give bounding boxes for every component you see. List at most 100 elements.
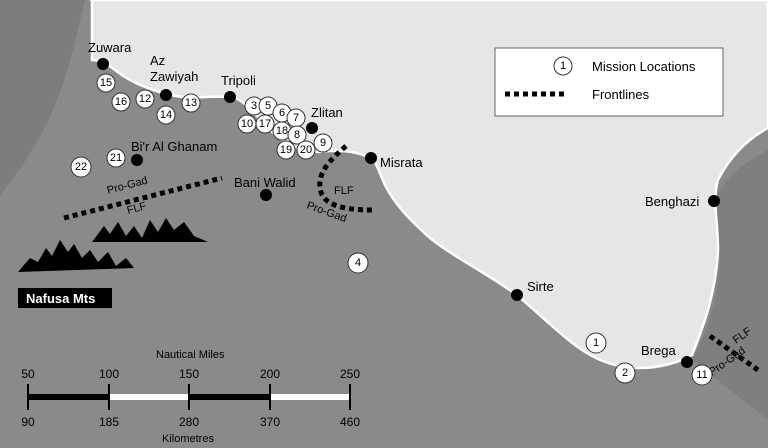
legend-frontline-label: Frontlines [592, 87, 650, 102]
city-marker-misrata [365, 152, 377, 164]
mission-10: 10 [237, 114, 257, 134]
frontline-brega [708, 333, 760, 373]
svg-text:5: 5 [265, 100, 271, 112]
inland-shade [0, 0, 85, 195]
region-label-box [18, 288, 112, 308]
scale-nautical-label: Nautical Miles [156, 349, 225, 361]
svg-text:9: 9 [320, 137, 326, 149]
svg-text:22: 22 [75, 161, 87, 173]
city-label-zuwara: Zuwara [88, 40, 132, 55]
city-label-misrata: Misrata [380, 155, 423, 170]
scale-segment-3 [189, 394, 270, 400]
legend: 1 Mission Locations Frontlines [494, 47, 724, 117]
svg-text:13: 13 [185, 97, 197, 109]
svg-text:20: 20 [300, 144, 312, 156]
svg-text:3: 3 [251, 100, 257, 112]
frontline-misrata [317, 144, 373, 213]
svg-text:2: 2 [622, 367, 628, 379]
mission-8: 8 [287, 125, 307, 145]
svg-text:7: 7 [293, 112, 299, 124]
scale-km-3: 370 [260, 415, 280, 429]
city-label-az: Az [150, 53, 165, 68]
city-label-sirte: Sirte [527, 279, 554, 294]
frontline-west [63, 175, 223, 221]
svg-text:21: 21 [110, 152, 122, 164]
scale-nm-1: 100 [99, 367, 119, 381]
frontline-label-misrata-inner: FLF [334, 185, 354, 197]
mission-13: 13 [181, 93, 201, 113]
scale-nm-3: 200 [260, 367, 280, 381]
mission-22: 22 [70, 156, 92, 178]
mission-19: 19 [276, 140, 296, 160]
scale-segment-1 [28, 394, 109, 400]
scale-segment-4 [270, 394, 350, 400]
mission-11: 11 [691, 364, 713, 386]
mission-14: 14 [156, 105, 176, 125]
mission-16: 16 [111, 92, 131, 112]
scale-segment-2 [109, 394, 189, 400]
scale-km-1: 185 [99, 415, 119, 429]
scale-nm-2: 150 [179, 367, 199, 381]
region-label-text: Nafusa Mts [26, 291, 95, 306]
mission-2: 2 [614, 362, 636, 384]
legend-mission-icon [553, 56, 573, 76]
city-label-zawiyah: Zawiyah [150, 69, 198, 84]
city-marker-zuwara [97, 58, 109, 70]
mission-9: 9 [313, 133, 333, 153]
frontline-label-west-bottom: FLF [126, 200, 148, 217]
mission-7: 7 [286, 108, 306, 128]
mission-4: 4 [347, 252, 369, 274]
svg-text:17: 17 [259, 118, 271, 130]
city-marker-tripoli [224, 91, 236, 103]
svg-text:11: 11 [696, 369, 707, 381]
scale-km-2: 280 [179, 415, 199, 429]
city-marker-sirte [511, 289, 523, 301]
city-marker-bir-al-ghanam [131, 154, 143, 166]
mission-20: 20 [296, 140, 316, 160]
scale-nm-0: 50 [21, 367, 35, 381]
svg-text:4: 4 [355, 257, 361, 269]
scale-km-label: Kilometres [162, 433, 214, 445]
svg-text:1: 1 [593, 337, 599, 349]
mission-17: 17 [255, 114, 275, 134]
legend-mission-number: 1 [560, 60, 566, 72]
svg-text:18: 18 [276, 125, 288, 137]
svg-text:16: 16 [115, 96, 127, 108]
city-label-benghazi: Benghazi [645, 194, 699, 209]
svg-text:12: 12 [139, 93, 151, 105]
svg-text:8: 8 [294, 129, 300, 141]
city-marker-zlitan [306, 122, 318, 134]
mountains-lower [18, 240, 134, 272]
city-marker-az-zawiyah [160, 89, 172, 101]
scale-km-4: 460 [340, 415, 360, 429]
svg-text:10: 10 [241, 118, 253, 130]
city-label-brega: Brega [641, 343, 676, 358]
scale-km-0: 90 [21, 415, 35, 429]
svg-text:6: 6 [279, 107, 285, 119]
svg-text:19: 19 [280, 144, 292, 156]
city-marker-brega [681, 356, 693, 368]
mission-1: 1 [585, 332, 607, 354]
scale-nm-4: 250 [340, 367, 360, 381]
city-label-bir-al-ghanam: Bi'r Al Ghanam [131, 139, 217, 154]
scale-bar: Nautical Miles 50 100 150 200 250 90 185… [21, 349, 360, 445]
svg-text:14: 14 [160, 109, 172, 121]
mountains-upper [92, 218, 208, 242]
mission-15: 15 [96, 73, 116, 93]
city-label-zlitan: Zlitan [311, 105, 343, 120]
city-label-tripoli: Tripoli [221, 73, 256, 88]
mission-21: 21 [106, 148, 126, 168]
mission-12: 12 [135, 89, 155, 109]
city-label-bani-walid: Bani Walid [234, 175, 296, 190]
mission-18: 18 [272, 121, 292, 141]
region-label-nafusa: Nafusa Mts [18, 288, 112, 308]
east-shade [692, 150, 768, 420]
city-marker-benghazi [708, 195, 720, 207]
svg-text:15: 15 [100, 77, 112, 89]
legend-box [494, 47, 724, 117]
city-marker-bani-walid [260, 189, 272, 201]
mission-3: 3 [244, 96, 264, 116]
legend-mission-label: Mission Locations [592, 59, 696, 74]
